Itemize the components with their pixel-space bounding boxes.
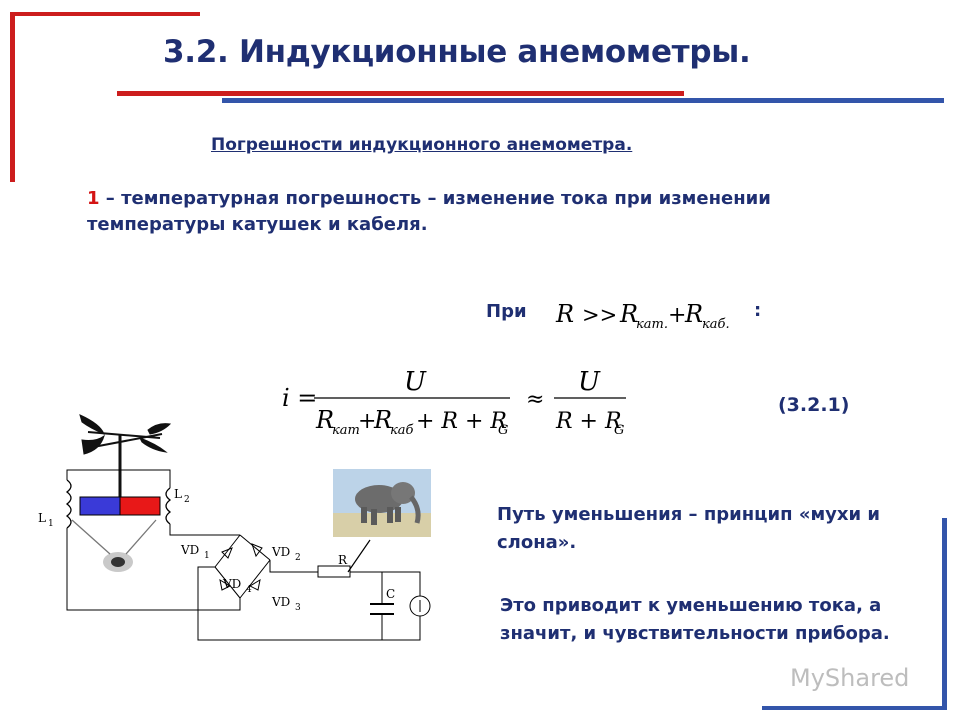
cond-r1: R — [619, 300, 638, 328]
reduction-text: Путь уменьшения – принцип «мухи и слона»… — [497, 504, 881, 553]
label-r: R — [338, 553, 348, 567]
cond-op: >> — [582, 303, 617, 327]
formula-condition: R >> R кат. + R каб. — [555, 300, 730, 332]
label-vd2-sub: 2 — [295, 553, 301, 563]
den2: R + R — [555, 409, 622, 434]
cond-plus: + — [668, 303, 686, 328]
diode-bridge — [219, 543, 263, 591]
equation-number: (3.2.1) — [778, 394, 850, 416]
formula-current: i = U R кат + R каб + R + R G ≈ U R + R … — [282, 367, 626, 438]
current-num2: U — [578, 367, 601, 397]
frame-blue-underline — [222, 98, 944, 103]
wind-cups-icon — [79, 414, 172, 502]
frame-red-top — [10, 12, 200, 16]
label-l1: L — [38, 511, 46, 525]
den1-b-sub: каб — [390, 423, 414, 438]
item-number: 1 — [87, 188, 100, 209]
label-l2-sub: 2 — [184, 495, 190, 505]
label-vd4-sub: 4 — [246, 585, 252, 595]
frame-red-vertical — [10, 12, 15, 182]
label-vd1: VD — [180, 543, 199, 557]
label-vd3-sub: 3 — [295, 603, 301, 613]
den1-c-sub: G — [498, 423, 508, 438]
watermark: MyShared — [790, 664, 910, 692]
cond-r2: R — [684, 300, 703, 328]
cond-lhs: R — [555, 300, 574, 328]
den1-plus: + — [358, 409, 376, 434]
den1-a-sub: кат — [332, 423, 360, 438]
den1-c: + R + R — [416, 409, 507, 434]
condition-prefix: При — [486, 301, 527, 322]
den1-b: R — [373, 406, 392, 434]
resistor — [317, 565, 351, 578]
circuit-wires — [66, 469, 421, 641]
anemometer-circuit: L 1 L 2 VD 1 VD 2 VD 3 VD 4 R C — [38, 414, 431, 641]
item-text: – температурная погрешность – изменение … — [87, 188, 771, 235]
cond-r2-sub: каб. — [702, 317, 730, 332]
label-vd1-sub: 1 — [204, 551, 210, 561]
label-l1-sub: 1 — [48, 519, 54, 529]
label-vd2: VD — [271, 545, 290, 559]
label-vd3: VD — [271, 595, 290, 609]
slide-subtitle: Погрешности индукционного анемометра. — [211, 135, 633, 155]
approx-sign: ≈ — [526, 387, 544, 412]
label-l2: L — [174, 487, 182, 501]
current-num1: U — [404, 367, 427, 397]
frame-blue-vertical — [942, 518, 947, 710]
fly-icon — [71, 519, 157, 572]
magnet-red — [119, 496, 161, 516]
magnet-blue — [79, 496, 121, 516]
elephant-image — [333, 469, 431, 537]
coil-l2 — [165, 487, 172, 525]
elephant-arrow — [347, 539, 371, 573]
den2-sub: G — [614, 423, 624, 438]
slide-title: 3.2. Индукционные анемометры. — [163, 34, 751, 70]
current-lhs: i = — [282, 384, 317, 412]
condition-suffix: : — [754, 300, 762, 321]
consequence-text: Это приводит к уменьшению тока, а значит… — [500, 595, 890, 644]
label-c: C — [386, 587, 395, 601]
frame-blue-bottom — [762, 706, 947, 710]
frame-red-underline — [117, 91, 684, 96]
den1-a: R — [315, 406, 334, 434]
cond-r1-sub: кат. — [636, 317, 668, 332]
error-item-1: 1 – температурная погрешность – изменени… — [87, 186, 807, 238]
label-vd4: VD — [222, 577, 241, 591]
coil-l1 — [65, 479, 72, 529]
